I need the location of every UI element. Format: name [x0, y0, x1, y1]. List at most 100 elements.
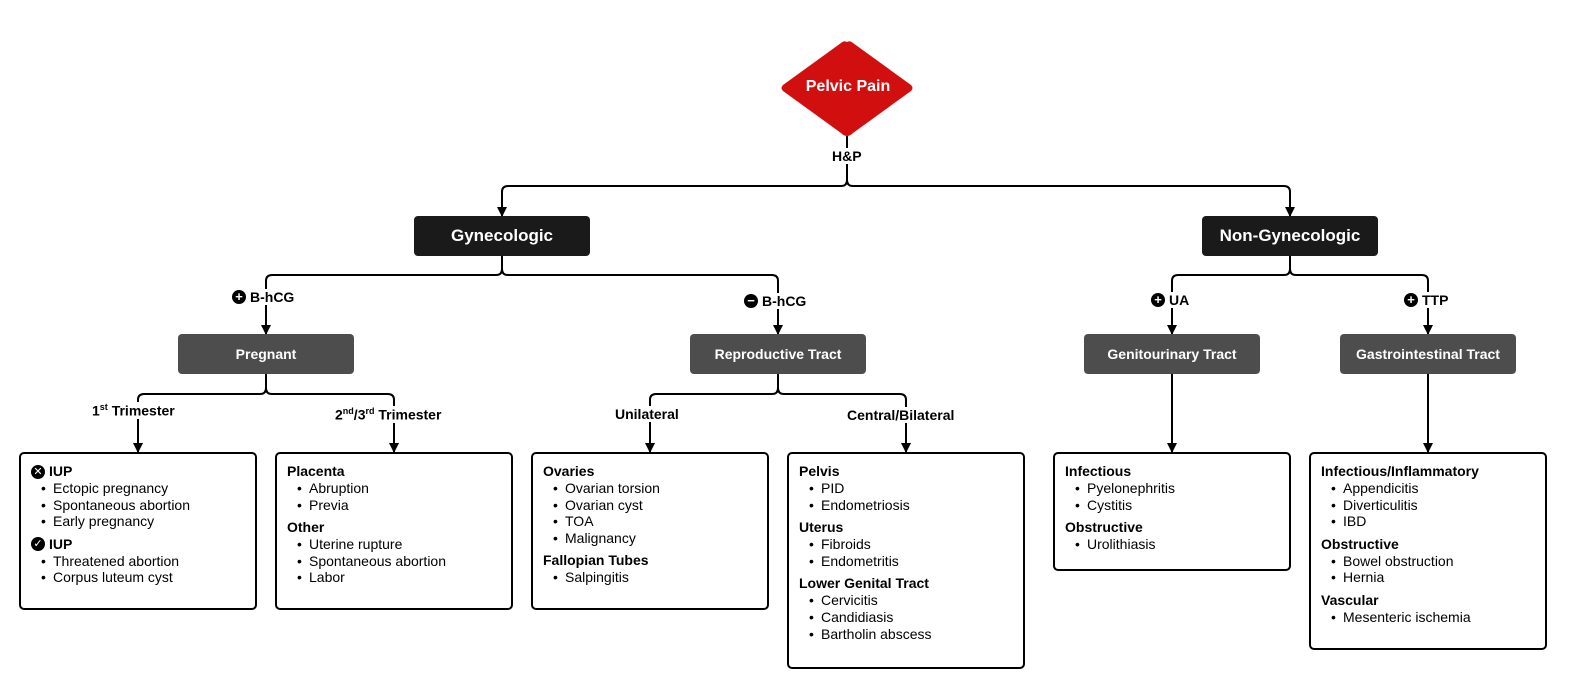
root-label: Pelvic Pain — [805, 78, 891, 95]
list-item: Previa — [287, 497, 501, 514]
leaf-group: Obstructive Bowel obstruction Hernia — [1321, 536, 1535, 586]
leaf-group-title: Obstructive — [1321, 535, 1399, 552]
list-item: Spontaneous abortion — [287, 553, 501, 570]
node-reproductive-tract: Reproductive Tract — [690, 334, 866, 374]
plus-circle-icon: + — [1151, 293, 1165, 307]
leaf-group: Other Uterine rupture Spontaneous aborti… — [287, 519, 501, 586]
list-item: Ectopic pregnancy — [31, 480, 245, 497]
leaf-box-genitourinary: Infectious Pyelonephritis Cystitis Obstr… — [1053, 452, 1291, 571]
leaf-box-first-trimester: ✕ IUP Ectopic pregnancy Spontaneous abort… — [19, 452, 257, 610]
minus-circle-icon: − — [744, 294, 758, 308]
plus-circle-icon: + — [1404, 293, 1418, 307]
list-item: Hernia — [1321, 569, 1535, 586]
edge-label-unilateral: Unilateral — [615, 406, 679, 422]
leaf-group: Placenta Abruption Previa — [287, 463, 501, 513]
edge-label-central-bilateral: Central/Bilateral — [847, 407, 955, 423]
leaf-group-title: Ovaries — [543, 463, 595, 479]
node-gynecologic-label: Gynecologic — [450, 226, 554, 245]
list-item: Diverticulitis — [1321, 497, 1535, 514]
list-item: Salpingitis — [543, 569, 757, 586]
leaf-group-title: Obstructive — [1065, 519, 1143, 536]
edge-label-hp-text: H&P — [832, 148, 862, 164]
x-circle-icon: ✕ — [31, 464, 45, 479]
list-item: Candidiasis — [799, 609, 1013, 626]
leaf-group: Infectious/Inflammatory Appendicitis Div… — [1321, 463, 1535, 530]
node-pregnant: Pregnant — [178, 334, 354, 374]
list-item: Uterine rupture — [287, 536, 501, 553]
connector-root-gyn — [497, 136, 848, 217]
check-circle-icon: ✓ — [31, 537, 45, 552]
leaf-group: ✓ IUP Threatened abortion Corpus luteum c… — [31, 536, 245, 586]
node-gastrointestinal-tract-label: Gastrointestinal Tract — [1356, 346, 1500, 362]
list-item: Abruption — [287, 480, 501, 497]
list-item: Bowel obstruction — [1321, 553, 1535, 570]
edge-label-pos-bhcg: + B-hCG — [232, 289, 295, 305]
leaf-group: Vascular Mesenteric ischemia — [1321, 592, 1535, 626]
leaf-group-title: Other — [287, 519, 325, 536]
list-item: Endometritis — [799, 553, 1013, 570]
list-item: Bartholin abscess — [799, 626, 1013, 643]
leaf-group-title: Fallopian Tubes — [543, 552, 649, 569]
list-item: IBD — [1321, 513, 1535, 530]
list-item: Fibroids — [799, 536, 1013, 553]
leaf-group: Uterus Fibroids Endometritis — [799, 519, 1013, 569]
leaf-group: Infectious Pyelonephritis Cystitis — [1065, 463, 1279, 513]
node-reproductive-tract-label: Reproductive Tract — [714, 346, 842, 362]
root-diamond — [781, 41, 913, 136]
list-item: Cystitis — [1065, 497, 1279, 514]
leaf-group-title: Infectious — [1065, 463, 1132, 479]
edge-label-second-third-trimester: 2nd/3rd Trimester — [335, 406, 442, 423]
list-item: Threatened abortion — [31, 553, 245, 570]
connector-repro-central — [777, 374, 911, 453]
connector-root-nongyn — [846, 136, 1295, 217]
edge-label-first-trimester: 1st Trimester — [92, 402, 175, 419]
node-gynecologic: Gynecologic — [414, 216, 590, 256]
list-item: Early pregnancy — [31, 513, 245, 530]
leaf-group: ✕IUP Ectopic pregnancy Spontaneous abort… — [31, 463, 245, 530]
list-item: TOA — [543, 513, 757, 530]
edge-label-neg-bhcg: − B-hCG — [744, 293, 807, 309]
node-non-gynecologic-label: Non-Gynecologic — [1219, 226, 1361, 245]
list-item: Spontaneous abortion — [31, 497, 245, 514]
list-item: Endometriosis — [799, 497, 1013, 514]
node-genitourinary-tract-label: Genitourinary Tract — [1107, 346, 1237, 362]
node-genitourinary-tract: Genitourinary Tract — [1084, 334, 1260, 374]
edge-label-pos-ua: + UA — [1151, 292, 1190, 308]
list-item: Ovarian cyst — [543, 497, 757, 514]
leaf-group-title: Infectious/Inflammatory — [1321, 463, 1479, 479]
list-item: Labor — [287, 569, 501, 586]
list-item: Appendicitis — [1321, 480, 1535, 497]
node-non-gynecologic: Non-Gynecologic — [1202, 216, 1378, 256]
node-pregnant-label: Pregnant — [235, 346, 297, 362]
edge-label-neg-bhcg-text: B-hCG — [762, 293, 807, 309]
leaf-group: Fallopian Tubes Salpingitis — [543, 552, 757, 586]
node-gastrointestinal-tract: Gastrointestinal Tract — [1340, 334, 1516, 374]
connector-pregnant-second — [265, 374, 399, 453]
leaf-box-gastrointestinal: Infectious/Inflammatory Appendicitis Div… — [1309, 452, 1547, 650]
list-item: Corpus luteum cyst — [31, 569, 245, 586]
connector-nongyn-gi — [1289, 256, 1433, 335]
leaf-group-title: Lower Genital Tract — [799, 575, 929, 592]
edge-label-pos-bhcg-text: B-hCG — [250, 289, 295, 305]
leaf-group: Ovaries Ovarian torsion Ovarian cyst TOA… — [543, 463, 757, 546]
edge-label-unilateral-text: Unilateral — [615, 406, 679, 422]
edge-label-pos-ttp-text: TTP — [1422, 292, 1449, 308]
leaf-group: Obstructive Urolithiasis — [1065, 519, 1279, 553]
plus-circle-icon: + — [232, 290, 246, 304]
leaf-group-title: Vascular — [1321, 591, 1379, 608]
list-item: Mesenteric ischemia — [1321, 609, 1535, 626]
leaf-group: Pelvis PID Endometriosis — [799, 463, 1013, 513]
list-item: Ovarian torsion — [543, 480, 757, 497]
edge-label-second-third-trimester-text: 2nd/3rd Trimester — [335, 406, 442, 423]
connector-nongyn-gu — [1167, 256, 1291, 335]
leaf-group-title: IUP — [49, 535, 73, 552]
edge-label-hp: H&P — [830, 148, 864, 164]
list-item: Urolithiasis — [1065, 536, 1279, 553]
leaf-box-unilateral: Ovaries Ovarian torsion Ovarian cyst TOA… — [531, 452, 769, 610]
list-item: PID — [799, 480, 1013, 497]
edge-label-pos-ttp: + TTP — [1404, 292, 1449, 308]
edge-label-first-trimester-text: 1st Trimester — [92, 402, 175, 419]
connector-gyn-reproductive — [501, 256, 783, 335]
leaf-box-central-bilateral: Pelvis PID Endometriosis Uterus Fibroids… — [787, 452, 1025, 669]
